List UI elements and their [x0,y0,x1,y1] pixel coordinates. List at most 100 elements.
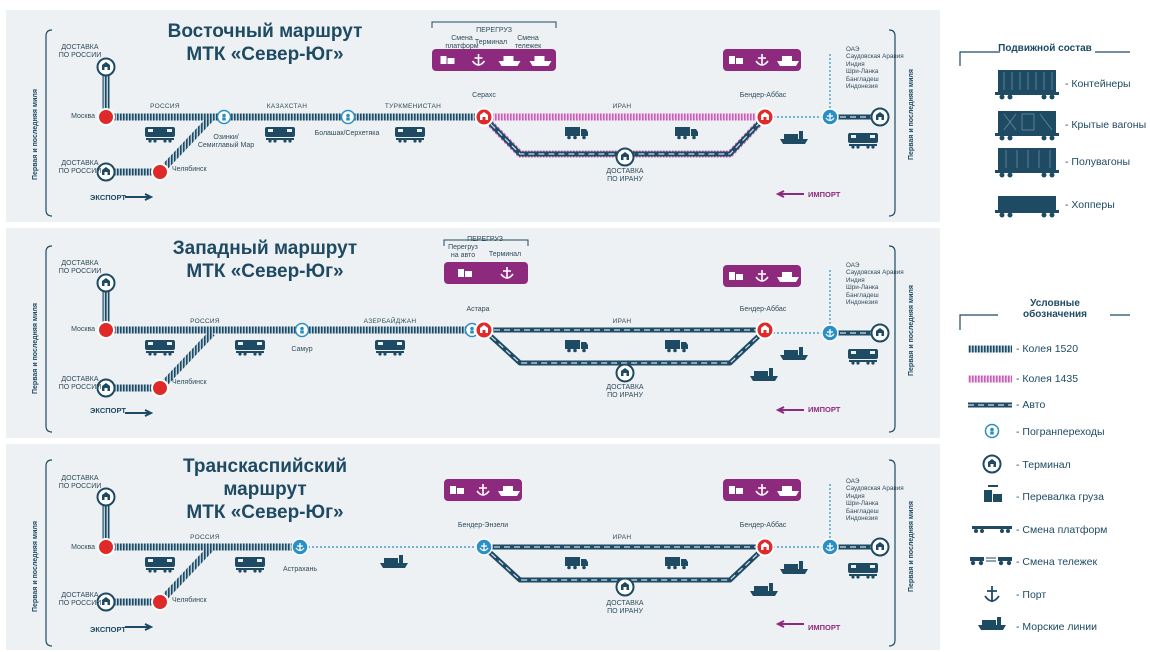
legend-bogie-change-icon [970,557,1012,566]
route2-ship-right [780,347,808,360]
route2-title-line1: Западный маршрут [172,238,358,259]
route2-rail-chelyabinsk-diag [157,330,215,391]
route2-import: ИМПОРТ [808,405,841,414]
route3-bandar-abbas: Бендер-Аббас [739,522,787,529]
route1-moscow-label: Москва [71,113,95,120]
route1-turkmenistan: ТУРКМЕНИСТАН [384,103,442,110]
route1-transship-label: ПЕРЕГРУЗ [476,27,512,34]
route2-right-mile: Первая и последняя миля [908,285,915,376]
route1-platform-change: Смена платформ [445,35,479,50]
route2-city-moscow [97,321,115,339]
route2-to-auto: Перегруз на авто [448,244,478,259]
route1-frame-right [888,29,896,217]
route1-terminal-iran [615,147,635,167]
route1-truck-2 [675,127,698,140]
route2-frame-left [45,245,53,433]
route3-bandar-anzali: Бендер-Энзели [457,522,509,529]
route3-train-1 [145,557,175,573]
route2-truck-2 [665,340,688,353]
route3-delivery-iran: ДОСТАВКА ПО ИРАНУ [606,600,644,615]
route3-terminal-russia-top [96,487,116,507]
route1-train-1 [145,127,175,143]
route3-ship-gulf [750,583,778,596]
route2-iran: ИРАН [612,318,632,325]
route1-hub-bandar-abbas [723,49,801,71]
legend-port-icon [984,586,1000,602]
route1-rail-chelyabinsk-diag [157,114,215,175]
route2-truck-1 [565,340,588,353]
route1-chelyabinsk-label: Челябинск [172,166,207,173]
legend-ship-icon [978,617,1006,630]
route2-border-samur [294,322,310,338]
route1-border-bolashak [340,109,356,125]
route2-port-right [821,324,839,342]
route1-train-right [848,133,878,149]
legend-auto: - Авто [1016,399,1046,411]
route2-delivery-iran: ДОСТАВКА ПО ИРАНУ [606,384,644,399]
route3-title-line2: МТК «Север-Юг» [186,502,344,523]
route2-left-mile: Первая и последняя миля [32,303,39,394]
route2-terminal: Терминал [488,251,522,258]
route1-title-line2: МТК «Север-Юг» [186,44,344,65]
route2-export-arrow [125,409,154,417]
legend-hopper-icon [995,196,1059,218]
legend-border-icon [984,423,1000,439]
route3-import-arrow [775,620,804,628]
route2-hub-bracket [443,239,529,246]
route3-frame-left [45,459,53,647]
legend-terminal: - Терминал [1016,459,1071,471]
route1-hub-serakhs [432,49,556,71]
legend-terminal-icon [982,454,1002,474]
route1-terminal: Терминал [474,39,508,46]
route2-azerbaijan: АЗЕРБАЙДЖАН [363,318,417,325]
route2-delivery-russia-top: ДОСТАВКА ПО РОССИИ [58,260,102,275]
route1-import: ИМПОРТ [808,190,841,199]
route3-train-right [848,563,878,579]
route1-train-3 [395,127,425,143]
route2-ship-gulf [750,368,778,381]
route1-ozinki: Озинки/ Семиглавый Мар [197,134,255,149]
route1-train-2 [265,127,295,143]
route3-port-bandar-anzali [475,538,493,556]
route2-countries: ОАЭ Саудовская Аравия Индия Шри-Ланка Ба… [846,262,904,307]
legend-gauge-1435: - Колея 1435 [1016,373,1079,385]
legend-sea-lines: - Морские линии [1016,621,1097,633]
route2-terminal-right [870,323,890,343]
route2-russia: РОССИЯ [190,318,220,325]
legend-gauge-1520: - Колея 1520 [1016,343,1079,355]
route1-delivery-russia-top: ДОСТАВКА ПО РОССИИ [58,44,102,59]
route2-chelyabinsk-label: Челябинск [172,379,207,386]
route3-left-mile: Первая и последняя миля [32,521,39,612]
route2-train-2 [235,340,265,356]
route3-ship-caspian [380,555,408,568]
route1-city-chelyabinsk [151,163,169,181]
route3-port-right [821,538,839,556]
route2-city-chelyabinsk [151,379,169,397]
route2-title-line2: МТК «Север-Юг» [186,261,344,282]
legend-rolling-frame [959,51,1130,66]
route3-delivery-russia-bottom: ДОСТАВКА ПО РОССИИ [58,592,102,607]
route2-title: Западный маршрут МТК «Север-Юг» [165,237,365,283]
route2-delivery-russia-bottom: ДОСТАВКА ПО РОССИИ [58,376,102,391]
route1-title-line1: Восточный маршрут [167,21,363,42]
route3-truck-1 [565,557,588,570]
route2-bandar-abbas: Бендер-Аббас [739,306,787,313]
legend-gondolas: - Полувагоны [1065,156,1131,168]
route1-bolashak: Болашак/Серхетяка [314,130,380,137]
route1-title: Восточный маршрут МТК «Север-Юг» [165,20,365,66]
route3-chelyabinsk-label: Челябинск [172,597,207,604]
route3-city-moscow [97,538,115,556]
legend-hoppers: - Хопперы [1065,199,1115,211]
route3-city-chelyabinsk [151,593,169,611]
legend-covered-wagons: - Крытые вагоны [1065,119,1147,131]
route1-countries: ОАЭ Саудовская Аравия Индия Шри-Ланка Ба… [846,46,904,91]
route1-delivery-iran: ДОСТАВКА ПО ИРАНУ [606,168,644,183]
route2-train-3 [375,340,405,356]
route1-truck-1 [565,127,588,140]
route2-samur: Самур [291,346,313,353]
route3-terminal-russia-bottom [96,592,116,612]
route1-right-mile: Первая и последняя миля [908,69,915,160]
route1-iran: ИРАН [612,103,632,110]
legend-platform-change-icon [972,526,1012,533]
legend-platform-change: - Смена платформ [1016,524,1108,536]
